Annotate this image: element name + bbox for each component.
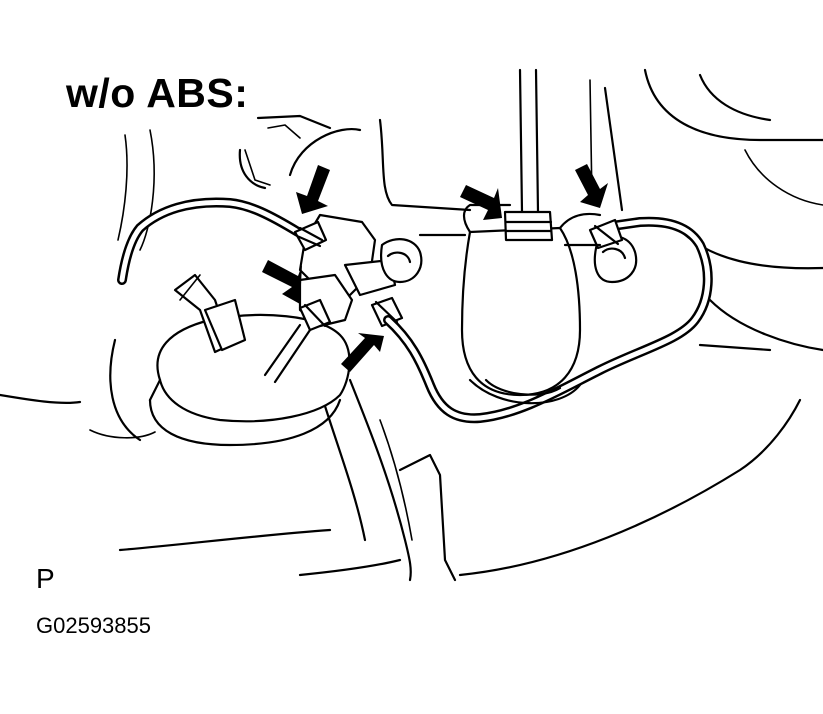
left-brake-line: [117, 197, 303, 285]
junction-block: [293, 213, 423, 332]
arrow-junction-lower-fitting: [341, 333, 384, 372]
figure-code: G02593855: [36, 613, 151, 638]
arrow-valve-fitting: [460, 185, 502, 220]
floor-outlines: [118, 378, 802, 582]
proportioning-valve: [418, 68, 638, 405]
body-panel-outlines: [0, 68, 823, 442]
fluid-reservoir: [148, 273, 351, 447]
diagram-title: w/o ABS:: [66, 70, 249, 116]
view-letter: P: [36, 563, 55, 594]
arrow-reservoir-fitting: [262, 260, 302, 304]
arrow-indicators: [262, 164, 608, 372]
arrow-left-fitting: [296, 165, 330, 214]
detail-strokes: [179, 79, 593, 301]
center-brake-line: [383, 216, 713, 424]
